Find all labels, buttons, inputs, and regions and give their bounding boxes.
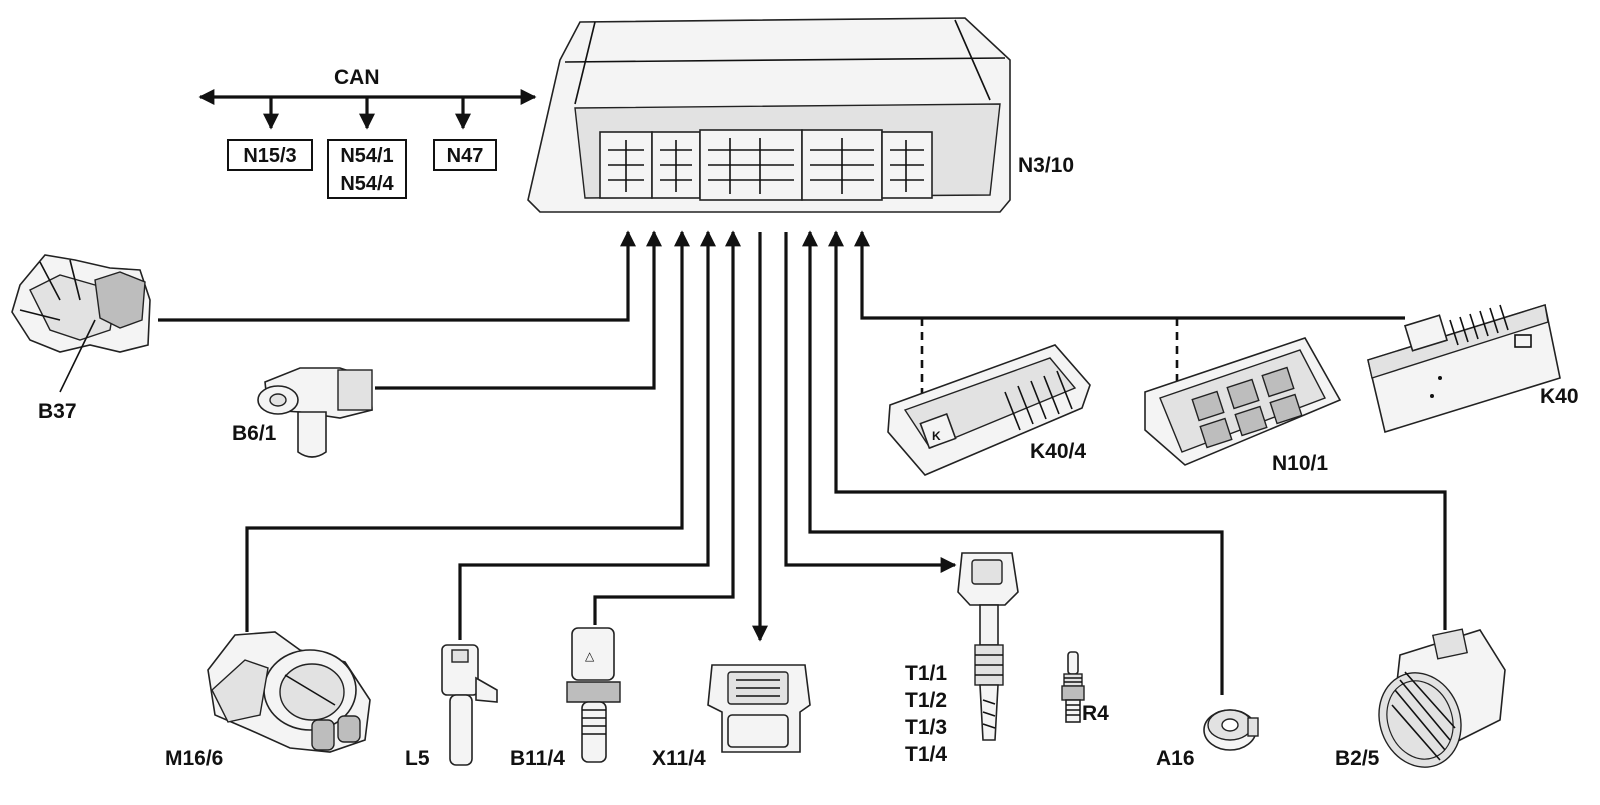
b6-1-label: B6/1: [232, 422, 277, 445]
b37-label: B37: [38, 400, 77, 423]
wire-b11-4: [593, 230, 741, 625]
t1-4-label: T1/4: [905, 743, 947, 766]
k-mark: K: [932, 429, 941, 443]
ecu-control-unit: N3/10: [527, 17, 1074, 213]
wire-a16: [802, 230, 1224, 695]
ecu-connectors: [599, 129, 933, 201]
can-bus: CAN N15/3 N54/1 N54/4 N47: [198, 66, 537, 199]
a16-label: A16: [1156, 747, 1195, 770]
t1-3-label: T1/3: [905, 716, 947, 739]
ecu-label: N3/10: [1018, 154, 1074, 177]
can-node-label: N15/3: [243, 145, 296, 167]
k40-4-label: K40/4: [1030, 440, 1086, 463]
can-node-label: N54/1: [340, 145, 393, 167]
wire-m16-6: [245, 230, 690, 632]
wire-k40: [854, 230, 1405, 320]
b2-5-label: B2/5: [1335, 747, 1380, 770]
t1-2-label: T1/2: [905, 689, 947, 712]
can-node-label: N47: [447, 145, 484, 167]
r4-spark-plug: R4: [1061, 651, 1109, 725]
wire-b6-1: [375, 230, 662, 390]
x11-4-label: X11/4: [652, 747, 706, 770]
m16-6-throttle-actuator: M16/6: [165, 631, 371, 770]
wire-b37: [158, 230, 636, 322]
k40-label: K40: [1540, 385, 1579, 408]
warning-icon: △: [585, 649, 595, 663]
b2-5-hot-film-mass-air-flow-sensor: B2/5: [1335, 628, 1506, 770]
l5-crankshaft-sensor: L5: [405, 644, 498, 770]
b11-4-label: B11/4: [510, 747, 565, 770]
signal-wires: [158, 230, 1447, 695]
can-label: CAN: [334, 66, 380, 89]
can-node-n54: N54/1 N54/4: [327, 139, 407, 199]
t1-1-label: T1/1: [905, 662, 947, 685]
k40-4-relay-module: K K40/4: [887, 344, 1091, 476]
wire-l5: [458, 230, 716, 640]
can-node-label: N54/4: [340, 173, 394, 195]
l5-label: L5: [405, 747, 430, 770]
a16-knock-sensor: A16: [1156, 709, 1259, 770]
m16-6-label: M16/6: [165, 747, 223, 770]
r4-label: R4: [1082, 702, 1109, 725]
can-node-n15-3: N15/3: [227, 139, 313, 171]
b11-4-coolant-temp-sensor: △ B11/4: [510, 627, 621, 770]
n10-1-label: N10/1: [1272, 452, 1328, 475]
n10-1-fuse-relay-module: N10/1: [1144, 337, 1342, 475]
wire-t1: [784, 232, 957, 573]
t1-ignition-coil: T1/1 T1/2 T1/3 T1/4: [905, 552, 1019, 766]
x11-4-diagnostic-connector: X11/4: [652, 664, 811, 770]
b37-sensor: B37: [11, 254, 151, 423]
k40-relay-box: K40: [1367, 303, 1579, 434]
can-node-n47: N47: [433, 139, 497, 171]
wire-b2-5: [828, 230, 1447, 630]
b6-1-sensor: B6/1: [232, 367, 373, 458]
